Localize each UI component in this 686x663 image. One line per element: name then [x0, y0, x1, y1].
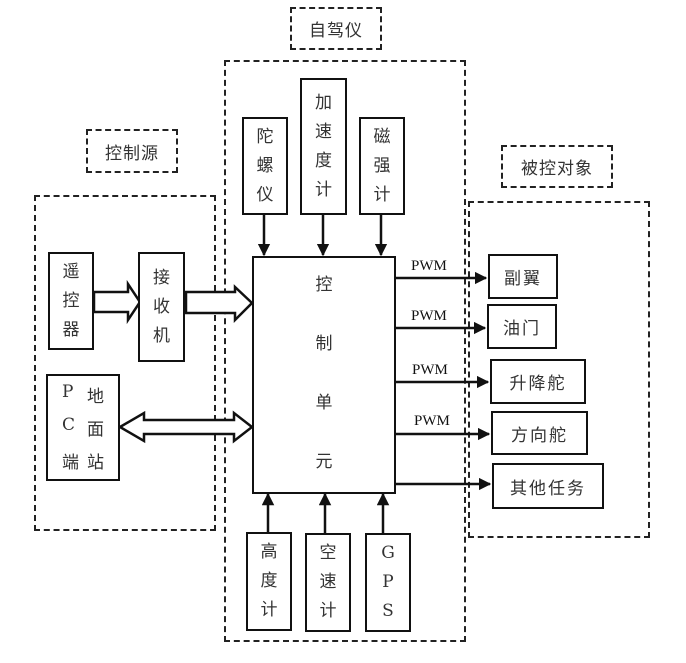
pc-ground-station-char: 地	[87, 387, 104, 407]
receiver-char: 机	[153, 325, 170, 346]
receiver-char: 接	[153, 267, 170, 288]
gyroscope-char: 仪	[256, 184, 274, 205]
controlled-objects-label-box: 被控对象	[501, 145, 613, 188]
throttle-label: 油门	[503, 319, 541, 339]
ground-station-link-arrow	[117, 410, 255, 444]
control-unit-char: 单	[315, 393, 333, 413]
altimeter-box: 高 度 计	[246, 532, 292, 631]
accelerometer-box: 加 速 度 计	[300, 78, 347, 215]
receiver-box: 接 收 机	[138, 252, 185, 362]
rudder-label: 方向舵	[511, 425, 568, 446]
pwm-label: PWM	[412, 362, 448, 378]
accelerometer-char: 度	[315, 150, 332, 171]
throttle-box: 油门	[487, 304, 557, 349]
receiver-to-control-arrow	[184, 284, 254, 324]
altimeter-char: 高	[260, 542, 278, 562]
controlled-objects-label: 被控对象	[521, 159, 593, 179]
magnetometer-box: 磁 强 计	[359, 117, 405, 215]
pwm-label: PWM	[414, 413, 450, 429]
remote-to-receiver-arrow	[92, 279, 142, 325]
gps-char: S	[382, 601, 394, 621]
remote-controller-char: 控	[62, 290, 80, 311]
other-tasks-label: 其他任务	[510, 478, 586, 499]
control-unit: 控 制 单 元	[252, 256, 396, 494]
aileron-label: 副翼	[504, 269, 542, 289]
rudder-box: 方向舵	[491, 411, 588, 455]
airspeed-char: 空	[319, 543, 337, 563]
elevator-label: 升降舵	[509, 374, 567, 394]
autopilot-label-box: 自驾仪	[290, 7, 382, 50]
altimeter-char: 计	[260, 600, 278, 620]
autopilot-group	[224, 60, 466, 642]
control-unit-char: 控	[315, 275, 333, 295]
gyroscope-box: 陀 螺 仪	[242, 117, 288, 215]
gps-char: P	[382, 572, 394, 592]
pc-ground-station-char: C	[62, 415, 76, 435]
remote-controller-char: 遥	[62, 261, 80, 282]
pc-ground-station-char: P	[62, 382, 74, 402]
airspeed-char: 速	[319, 572, 337, 592]
aileron-box: 副翼	[488, 254, 558, 299]
receiver-char: 收	[153, 296, 170, 317]
control-unit-char: 制	[315, 334, 333, 354]
gps-box: G P S	[365, 533, 411, 632]
magnetometer-char: 强	[373, 155, 391, 176]
gyroscope-char: 螺	[256, 155, 274, 176]
control-unit-char: 元	[315, 452, 333, 472]
accelerometer-char: 加	[315, 92, 332, 113]
control-source-group	[34, 195, 216, 531]
control-source-label-box: 控制源	[86, 129, 178, 173]
pwm-label: PWM	[411, 308, 447, 324]
gyroscope-char: 陀	[256, 126, 274, 147]
gps-char: G	[381, 543, 395, 563]
pwm-label: PWM	[411, 258, 447, 274]
pc-ground-station-box: P 地 C 面 端 站	[46, 374, 120, 481]
autopilot-label: 自驾仪	[309, 21, 363, 41]
pc-ground-station-char: 面	[87, 420, 104, 440]
airspeed-box: 空 速 计	[305, 533, 351, 632]
pc-ground-station-char: 站	[87, 453, 104, 473]
magnetometer-char: 磁	[373, 126, 391, 147]
accelerometer-char: 计	[315, 179, 332, 200]
magnetometer-char: 计	[373, 184, 391, 205]
altimeter-char: 度	[260, 571, 278, 591]
elevator-box: 升降舵	[490, 359, 586, 404]
remote-controller-char: 器	[62, 319, 80, 340]
remote-controller-box: 遥 控 器	[48, 252, 94, 350]
other-tasks-box: 其他任务	[492, 463, 604, 509]
airspeed-char: 计	[319, 601, 337, 621]
accelerometer-char: 速	[315, 121, 332, 142]
pc-ground-station-char: 端	[62, 453, 79, 473]
controlled-objects-group	[468, 201, 650, 538]
control-source-label: 控制源	[105, 143, 159, 164]
